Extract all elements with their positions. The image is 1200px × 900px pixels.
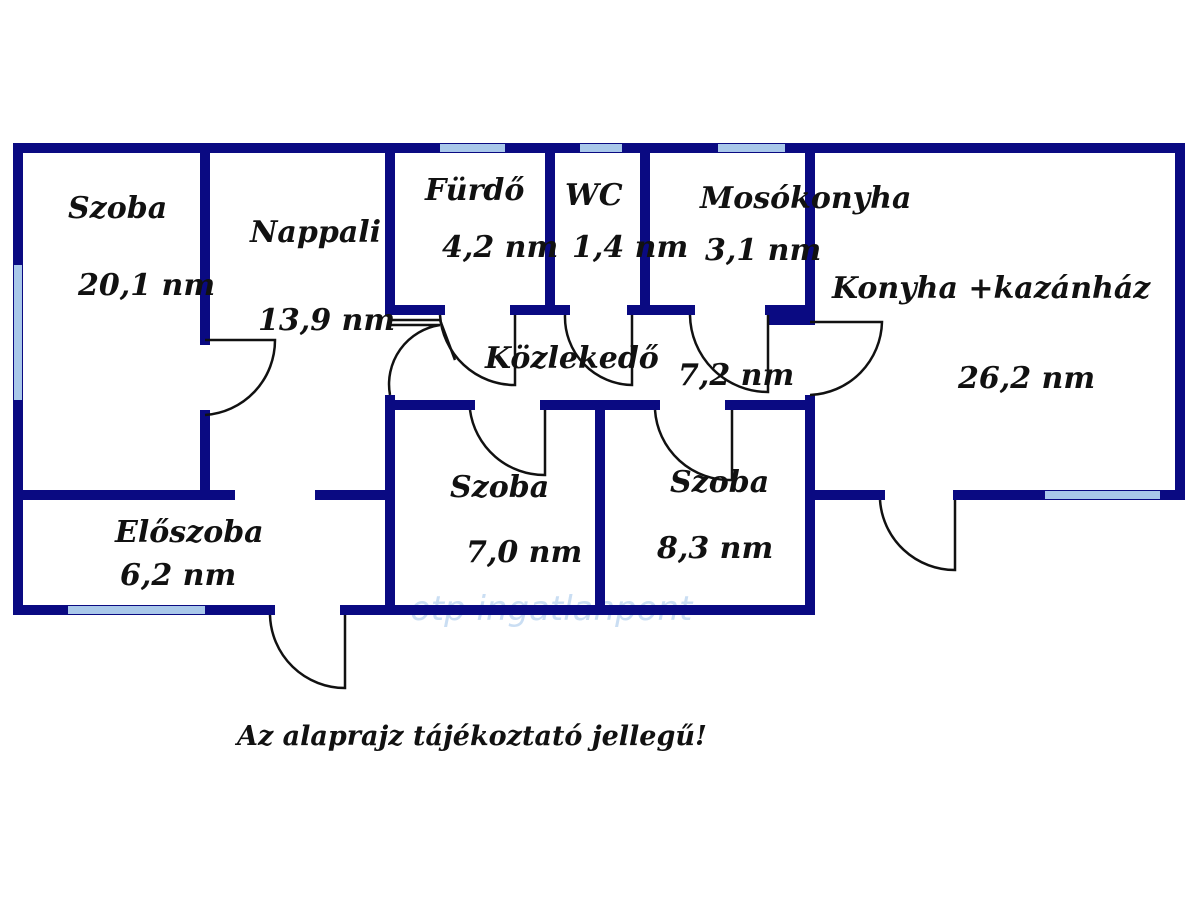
room-area: 26,2 nm [957, 361, 1095, 396]
doors [204, 314, 957, 690]
room-area: 3,1 nm [705, 233, 821, 268]
room-area: 8,3 nm [656, 531, 773, 566]
room-name: Előszoba [114, 515, 264, 550]
room-area: 7,0 nm [466, 535, 582, 570]
room-name: Szoba [670, 465, 769, 500]
room-area: 7,2 nm [678, 358, 794, 393]
room-name: Konyha +kazánház [831, 271, 1151, 306]
room-name: WC [565, 178, 623, 213]
room-area: 4,2 nm [442, 230, 558, 265]
windows [14, 144, 1160, 614]
room-name: Szoba [68, 191, 167, 226]
room-area: 13,9 nm [258, 303, 395, 338]
room-name: Szoba [450, 470, 549, 505]
room-labels: Szoba 20,1 nm Nappali 13,9 nm Fürdő 4,2 … [68, 173, 1151, 593]
room-name: Fürdő [424, 173, 524, 208]
room-name: Közlekedő [484, 341, 659, 376]
disclaimer-note: Az alaprajz tájékoztató jellegű! [234, 721, 707, 752]
room-area: 1,4 nm [572, 230, 688, 265]
room-area: 6,2 nm [120, 558, 236, 593]
room-area: 20,1 nm [77, 268, 215, 303]
room-name: Nappali [249, 215, 381, 250]
room-name: Mosókonyha [699, 181, 911, 216]
